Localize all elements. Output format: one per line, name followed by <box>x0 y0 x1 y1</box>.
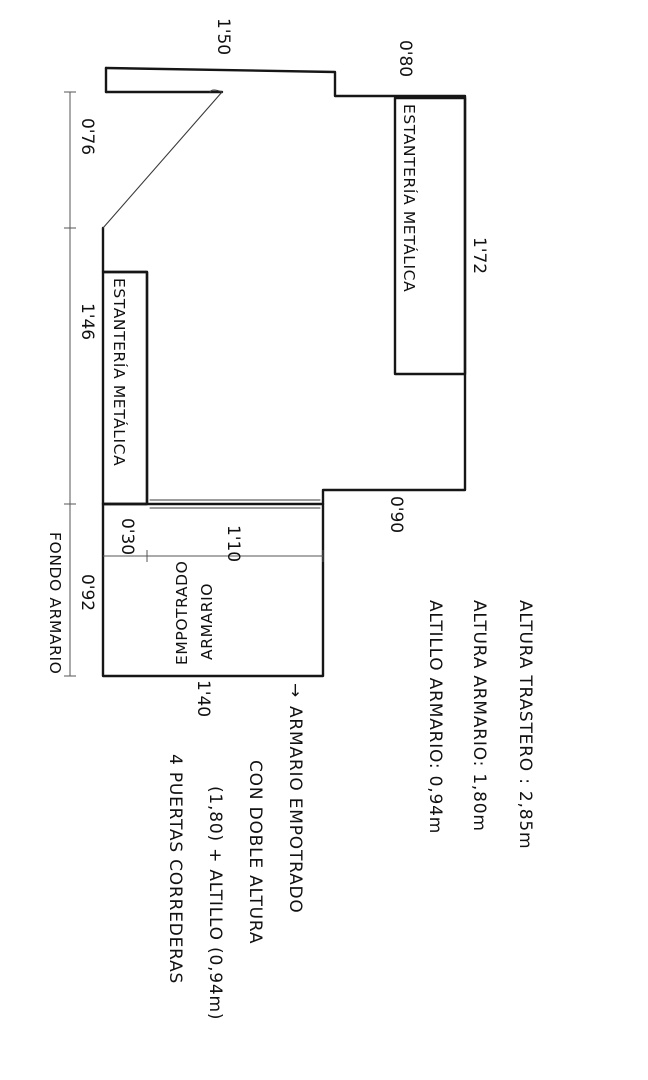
dim-closet-inner: 1'10 <box>223 525 243 562</box>
dim-closet-depth: 0'92 <box>77 574 97 611</box>
dim-step-width: 0'80 <box>395 40 415 77</box>
dim-closet-offset: 0'30 <box>117 518 137 555</box>
shelf-left-label: ESTANTERÍA METÁLICA <box>110 278 129 466</box>
dimension-lines <box>64 91 324 677</box>
closet-label-line2: EMPOTRADO <box>173 561 191 665</box>
dim-closet-length: 1'40 <box>193 680 213 717</box>
closet-desc-4: 4 PUERTAS CORREDERAS <box>165 754 185 984</box>
note-altura-armario: ALTURA ARMARIO: 1,80m <box>469 600 489 832</box>
dim-right-length: 1'72 <box>469 237 489 274</box>
closet-label-line1: ARMARIO <box>198 583 216 660</box>
closet-desc-1: ARMARIO EMPOTRADO <box>285 706 305 914</box>
fondo-armario-label: FONDO ARMARIO <box>46 532 64 674</box>
dim-left-upper: 0'76 <box>77 118 97 155</box>
dim-left-middle: 1'46 <box>77 303 97 340</box>
shelf-right-label: ESTANTERÍA METÁLICA <box>400 104 419 292</box>
arrow-marker: → <box>285 683 305 698</box>
closet-desc-3: (1,80) + ALTILLO (0,94m) <box>205 786 225 1020</box>
closet <box>101 499 325 509</box>
door-swing <box>102 89 223 229</box>
shelf-right <box>393 96 467 376</box>
dim-notch-width: 0'90 <box>386 496 406 533</box>
note-altura-trastero: ALTURA TRASTERO : 2,85m <box>515 600 535 849</box>
note-altillo-armario: ALTILLO ARMARIO: 0,94m <box>425 600 445 834</box>
dim-top-width: 1'50 <box>213 18 233 55</box>
closet-desc-2: CON DOBLE ALTURA <box>245 760 265 944</box>
